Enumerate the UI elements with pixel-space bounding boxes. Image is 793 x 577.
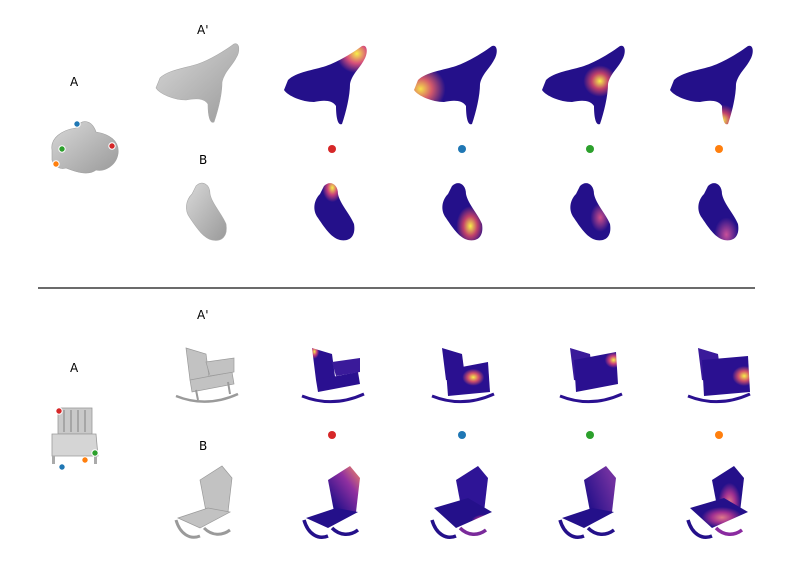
source-shape-a-bottom <box>51 407 99 471</box>
heatmap-row-b-bottom <box>302 466 748 539</box>
query-point-green <box>58 145 66 153</box>
shape-a-prime-gray-bottom <box>175 347 239 403</box>
query-dot-orange <box>715 145 723 153</box>
heatmap-row-a-prime-bottom <box>301 348 751 404</box>
label-a-bottom: A <box>70 361 79 375</box>
query-point-red <box>55 407 63 415</box>
shape-b-gray-top <box>186 182 227 241</box>
query-dot-green <box>586 431 594 439</box>
heatmap-row-b-top <box>314 183 739 241</box>
label-a-top: A <box>70 75 79 89</box>
query-dot-green <box>586 145 594 153</box>
shape-a-prime-gray <box>155 43 240 123</box>
query-point-red <box>108 142 116 150</box>
label-a-prime-bottom: A' <box>197 308 209 322</box>
query-dot-red <box>328 431 336 439</box>
query-point-orange <box>52 160 60 168</box>
source-shape-a-top <box>51 120 119 174</box>
query-dot-row-bottom <box>328 431 723 439</box>
query-dot-blue <box>458 431 466 439</box>
query-dot-blue <box>458 145 466 153</box>
panel-divider <box>38 287 755 289</box>
label-a-prime-top: A' <box>197 23 209 37</box>
query-dot-orange <box>715 431 723 439</box>
query-point-green <box>91 449 99 457</box>
query-point-orange <box>81 456 89 464</box>
heatmap-row-a-prime-top <box>284 45 753 125</box>
query-point-blue <box>73 120 81 128</box>
label-b-top: B <box>199 153 208 167</box>
query-dot-red <box>328 145 336 153</box>
shape-b-gray-bottom <box>174 465 233 539</box>
query-point-blue <box>58 463 66 471</box>
label-b-bottom: B <box>199 439 208 453</box>
query-dot-row-top <box>328 145 723 153</box>
